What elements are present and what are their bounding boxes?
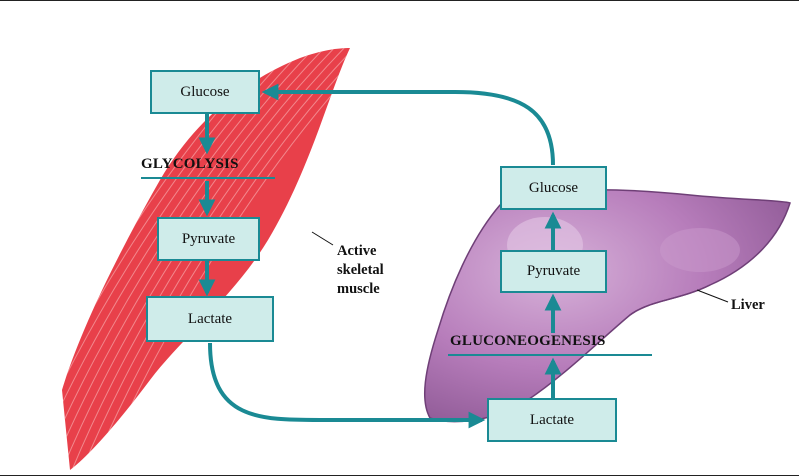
muscle-lactate-box: Lactate [146,296,274,342]
muscle-pyruvate-label: Pyruvate [181,230,236,247]
muscle-label-line-1: Active [337,243,377,259]
muscle-label-line-2: skeletal [337,262,384,278]
muscle-lactate-label: Lactate [187,310,233,327]
liver-glucose-label: Glucose [528,179,579,196]
liver-lactate-box: Lactate [487,398,617,442]
glycolysis-label: GLYCOLYSIS [141,156,239,172]
muscle-lactate-to-liver-arrow [208,342,486,429]
liver-pyruvate-box: Pyruvate [500,250,607,293]
gluconeogenesis-label: GLUCONEOGENESIS [450,333,606,349]
liver-shape [424,188,791,423]
muscle-pyruvate-box: Pyruvate [157,217,260,261]
liver-glucose-to-muscle-arrow [261,83,555,166]
muscle-label: Active skeletal muscle [337,242,384,299]
muscle-glucose-box: Glucose [150,70,260,114]
liver-lactate-label: Lactate [529,411,575,428]
liver-pyruvate-label: Pyruvate [526,263,581,279]
liver-label: Liver [731,297,765,313]
liver-glucose-box: Glucose [500,166,607,210]
top-border [0,0,799,1]
muscle-leader-line [311,231,334,246]
muscle-label-line-3: muscle [337,281,380,297]
liver-leader-line [696,289,729,303]
muscle-glucose-label: Glucose [180,83,230,100]
